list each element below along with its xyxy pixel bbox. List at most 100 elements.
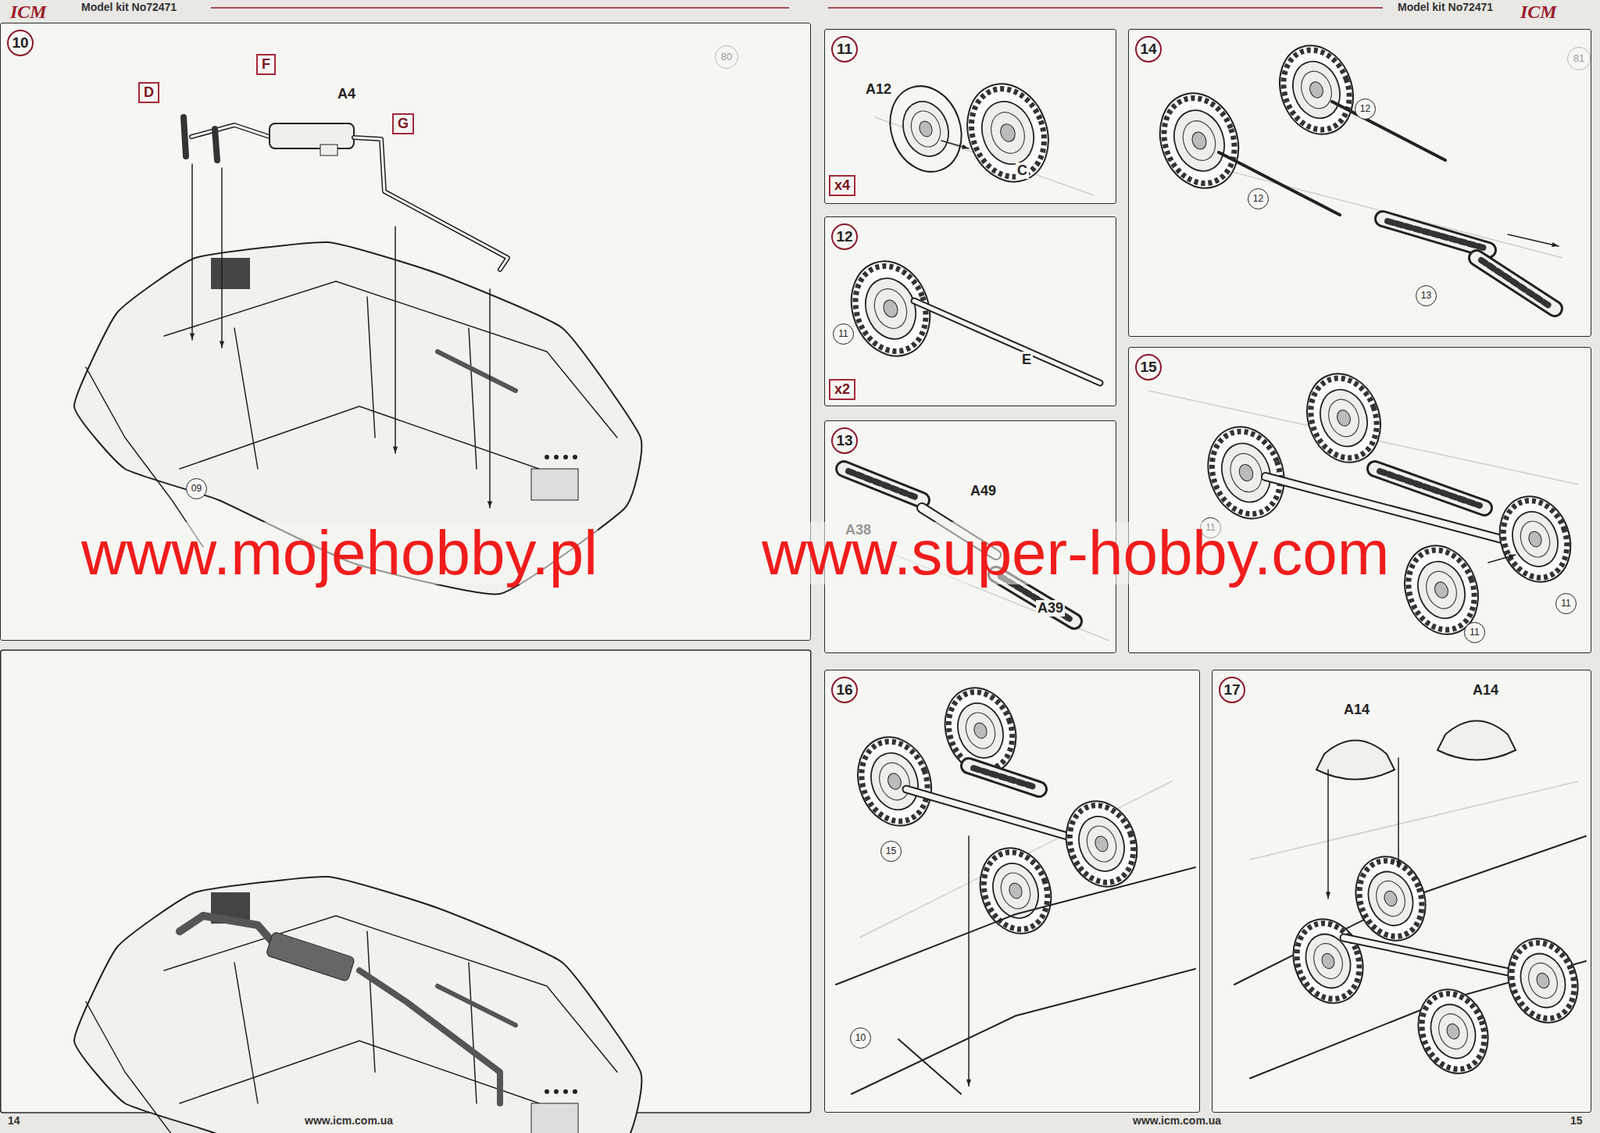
drive-shaft — [437, 985, 516, 1025]
wheel — [1054, 790, 1149, 897]
part-outline — [164, 281, 618, 438]
leader-line — [221, 167, 223, 348]
step-panel: 15 — [1128, 346, 1592, 654]
spring-bracket — [1382, 218, 1489, 250]
leader-arrow — [189, 333, 195, 340]
leader-line — [489, 289, 491, 508]
rivet — [553, 1089, 559, 1094]
brand-logo: ICM — [1520, 1, 1558, 23]
step-panel: 17 — [1211, 669, 1592, 1113]
clamp — [214, 128, 218, 161]
part-name: A49 — [968, 482, 998, 500]
chassis-hull — [74, 876, 642, 1133]
watermark: www.super-hobby.com — [761, 521, 1390, 585]
step-number: 15 — [1135, 353, 1162, 381]
drive-shaft — [437, 351, 516, 391]
page-number: 15 — [1570, 1114, 1583, 1127]
wheel — [1496, 928, 1590, 1033]
leader-line — [941, 140, 969, 149]
wheel — [1407, 979, 1500, 1084]
exhaust-pipe — [353, 137, 508, 270]
web-address: www.icm.com.ua — [1132, 1114, 1222, 1127]
part-letter-box: D — [138, 82, 160, 104]
leader-line — [394, 226, 397, 454]
step-panel: 16 — [824, 669, 1200, 1113]
spring-bracket — [1375, 468, 1485, 508]
brand-logo: ICM — [10, 1, 47, 23]
wheel — [846, 726, 944, 836]
part-letter: F — [261, 56, 271, 72]
panel-ground — [1211, 669, 1592, 1113]
axle — [1332, 101, 1446, 161]
quantity-box: x4 — [828, 175, 856, 197]
leader-arrow — [1551, 242, 1559, 247]
step-panel: 11 x4 — [824, 28, 1117, 204]
quantity-box: x2 — [828, 378, 856, 400]
callout-number: 10 — [850, 1027, 872, 1049]
muffler-bracket — [320, 144, 338, 156]
step-panel: 12 x2 — [824, 216, 1117, 407]
rivet — [572, 454, 578, 460]
rivet — [563, 1089, 568, 1094]
panel-ground — [824, 28, 1117, 204]
part-letter: x2 — [834, 381, 850, 397]
leader-line — [1327, 769, 1329, 899]
leader-arrow — [1396, 860, 1401, 868]
axle-tube — [914, 300, 1100, 383]
wheel — [953, 72, 1062, 193]
spring-bracket — [848, 471, 918, 498]
part-letter-box: F — [256, 53, 276, 75]
part-name: A4 — [335, 85, 358, 103]
leader-line — [191, 164, 193, 340]
step-number: 12 — [831, 223, 858, 250]
part-outline — [835, 867, 1196, 985]
exhaust-pipe — [191, 125, 270, 137]
rivet — [563, 454, 568, 460]
step-panel: 14 — [1128, 28, 1592, 337]
page-marker: 80 — [714, 45, 739, 69]
chassis-hull — [74, 242, 642, 594]
part-name: A14 — [1342, 701, 1372, 718]
part-name: C — [1015, 162, 1029, 179]
callout-number: 11 — [832, 323, 854, 345]
rear-plate — [531, 468, 579, 500]
panel-ground — [1128, 28, 1592, 337]
clamp — [183, 117, 186, 157]
callout-number: 12 — [1247, 188, 1269, 210]
callout-number: 09 — [185, 478, 208, 500]
page-number: 14 — [7, 1114, 21, 1127]
leader-line — [1488, 554, 1516, 563]
panel-ground — [824, 669, 1200, 1113]
ghost-outline — [1250, 781, 1579, 860]
muffler — [269, 123, 354, 149]
spring-bracket — [1476, 257, 1555, 309]
panel-ground — [0, 22, 811, 641]
part-name: A39 — [1035, 600, 1065, 617]
part-outline — [179, 1040, 540, 1104]
exhaust-pipe — [191, 125, 270, 137]
spring-bracket — [1476, 257, 1555, 309]
step-number: 17 — [1218, 676, 1246, 704]
axle-cover — [1437, 721, 1516, 761]
leader-arrow — [1508, 553, 1516, 559]
axle-tube — [914, 300, 1100, 383]
part-outline — [367, 931, 375, 1072]
callout-number: 11 — [1464, 621, 1486, 643]
page-marker: 81 — [1567, 46, 1591, 71]
callout-number: 12 — [1354, 98, 1376, 120]
part-letter: D — [143, 84, 154, 100]
spring-bracket — [1481, 260, 1550, 307]
exhaust-pipe — [359, 970, 500, 1104]
header-rule — [828, 7, 1383, 9]
wheel — [1488, 485, 1583, 592]
part-outline — [468, 962, 477, 1104]
step-number: 11 — [831, 35, 858, 63]
step-number: 14 — [1135, 35, 1162, 63]
web-address: www.icm.com.ua — [304, 1114, 393, 1127]
part-name: E — [1020, 351, 1033, 368]
leader-arrow — [966, 1079, 972, 1086]
part-outline — [898, 1039, 961, 1094]
exhaust-pipe — [353, 137, 508, 270]
part-outline — [85, 367, 204, 547]
rivet — [544, 454, 550, 460]
